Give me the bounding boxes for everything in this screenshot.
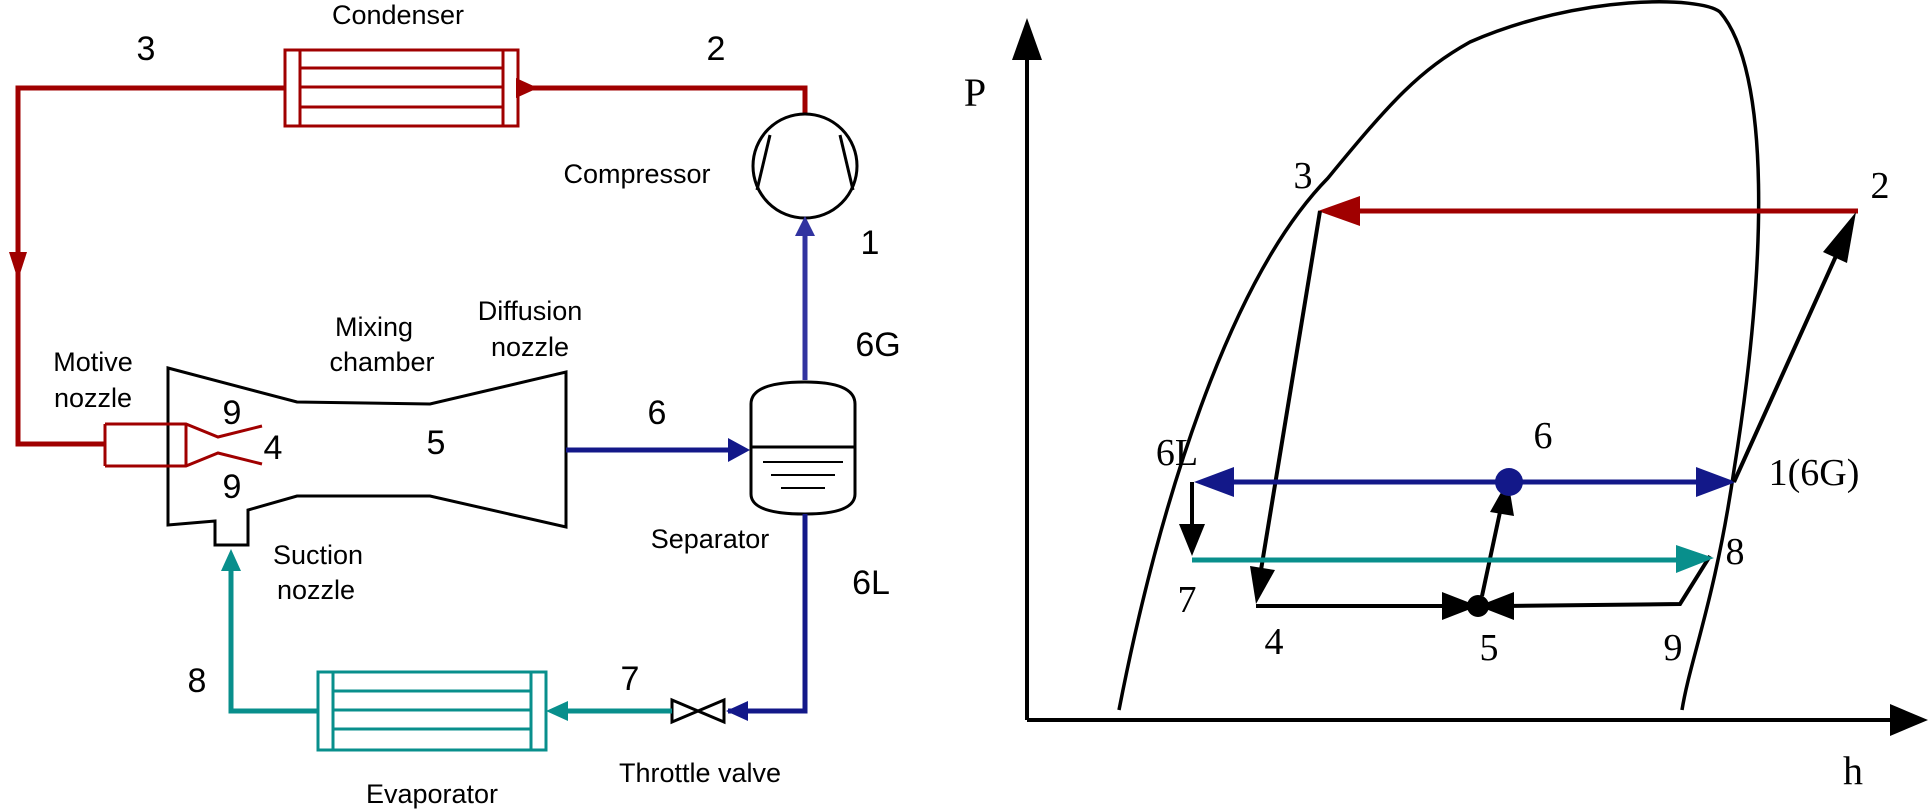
x-axis-label: h [1843,748,1863,793]
condenser [283,48,520,128]
evaporator-label: Evaporator [366,779,498,809]
arrow-6l-to-7 [1179,524,1205,556]
line-8-9-to-5 [1504,554,1712,608]
cycle-schematic: Condenser Compressor Motive nozzle Mixin… [9,0,901,809]
arrow-1-to-2 [1823,212,1856,263]
mixing-chamber-label-line1: Mixing [335,312,413,342]
state-8-label: 8 [188,662,207,700]
point-7-label: 7 [1178,579,1197,621]
point-5-marker [1467,595,1489,617]
point-1-6g-label: 1(6G) [1769,452,1860,494]
arrow-6-to-6l [1194,467,1234,497]
arrow-into-condenser [516,78,538,98]
point-9-label: 9 [1664,627,1683,669]
pipe-compressor-to-condenser [518,85,808,113]
pipe-separator-to-throttle [728,514,808,714]
point-3-label: 3 [1294,155,1313,197]
arrow-into-suction [221,549,241,571]
state-9-bottom-label: 9 [223,468,242,506]
arrow-4-to-5 [1442,592,1478,620]
condenser-label: Condenser [332,0,464,30]
evaporator [316,670,548,752]
state-9-top-label: 9 [223,394,242,432]
saturation-dome [1117,0,1761,711]
motive-nozzle-label-line2: nozzle [54,383,132,413]
arrow-into-evaporator [546,701,568,721]
ejector [166,366,568,547]
line-5-to-6 [1480,511,1502,597]
suction-nozzle-label-line2: nozzle [277,575,355,605]
point-2-label: 2 [1871,165,1890,207]
point-6l-label: 6L [1156,432,1198,474]
line-3-to-4 [1259,210,1322,571]
high-pressure-pipe [15,85,808,447]
point-5-label: 5 [1480,627,1499,669]
diffusion-nozzle-label-line1: Diffusion [478,296,583,326]
compressor [751,112,859,220]
arrow-2-to-3 [1318,196,1360,226]
state-7-label: 7 [621,660,640,698]
arrow-6-to-1 [1696,467,1736,497]
point-4-label: 4 [1265,621,1284,663]
motive-nozzle [103,422,263,468]
y-axis-label: P [964,70,986,115]
separator-label: Separator [651,524,770,554]
arrow-down-to-motive [9,252,27,280]
state-6l-label: 6L [852,564,890,602]
diffusion-nozzle-label-line2: nozzle [491,332,569,362]
separator [749,380,857,516]
arrow-into-compressor [795,216,815,236]
state-6g-label: 6G [855,326,900,364]
state-1-label: 1 [861,224,880,262]
state-2-label: 2 [707,30,726,68]
point-6-marker [1495,468,1523,496]
x-axis-arrowhead [1890,704,1928,736]
compressor-label: Compressor [563,159,710,189]
state-4-label: 4 [264,429,283,467]
point-8-label: 8 [1726,531,1745,573]
state-3-label: 3 [137,30,156,68]
arrow-into-throttle [726,701,748,721]
mixing-chamber-label-line2: chamber [329,347,434,377]
throttle-valve [670,697,726,725]
arrow-into-separator [728,438,750,462]
state-5-label: 5 [427,424,446,462]
y-axis-arrowhead [1012,18,1042,60]
point-6-label: 6 [1534,415,1553,457]
throttle-valve-label: Throttle valve [619,758,781,788]
pipe-evaporator-to-suction [228,567,318,714]
motive-nozzle-label-line1: Motive [53,347,133,377]
line-1-to-2 [1732,255,1838,483]
axes [1025,48,1898,722]
ejector-body [166,366,568,547]
arrow-3-to-4 [1250,566,1275,604]
arrow-7-to-8 [1676,545,1714,573]
ph-diagram: P h 3 [964,0,1928,793]
arrow-9-to-5 [1478,592,1514,620]
state-6-label: 6 [648,394,667,432]
suction-nozzle-label-line1: Suction [273,540,363,570]
